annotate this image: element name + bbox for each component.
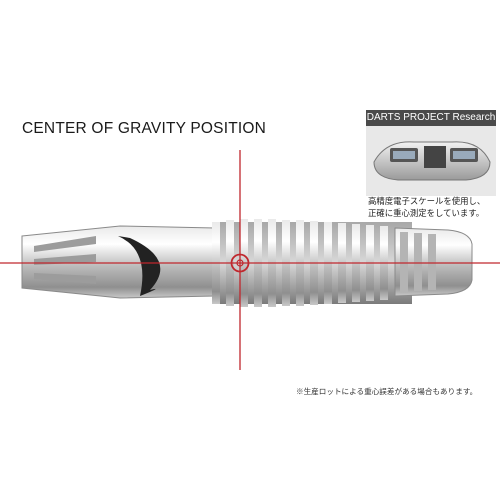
scale-photo [366, 126, 496, 196]
barrel-flute-2 [34, 254, 96, 265]
page-heading: CENTER OF GRAVITY POSITION [22, 120, 267, 137]
research-panel: DARTS PROJECT Research [366, 110, 496, 196]
research-note-line-1: 高精度電子スケールを使用し、 [368, 196, 486, 206]
research-note: 高精度電子スケールを使用し、 正確に重心測定をしています。 [368, 196, 500, 219]
barrel-flute-3 [34, 273, 96, 284]
research-note-line-2: 正確に重心測定をしています。 [368, 207, 485, 218]
center-of-gravity-marker [230, 253, 250, 273]
research-title: DARTS PROJECT Research [366, 110, 496, 126]
logo-swoosh [118, 236, 161, 296]
production-footnote: ※生産ロットによる重心誤差がある場合もあります。 [296, 387, 478, 396]
barrel-flute-1 [34, 236, 96, 252]
